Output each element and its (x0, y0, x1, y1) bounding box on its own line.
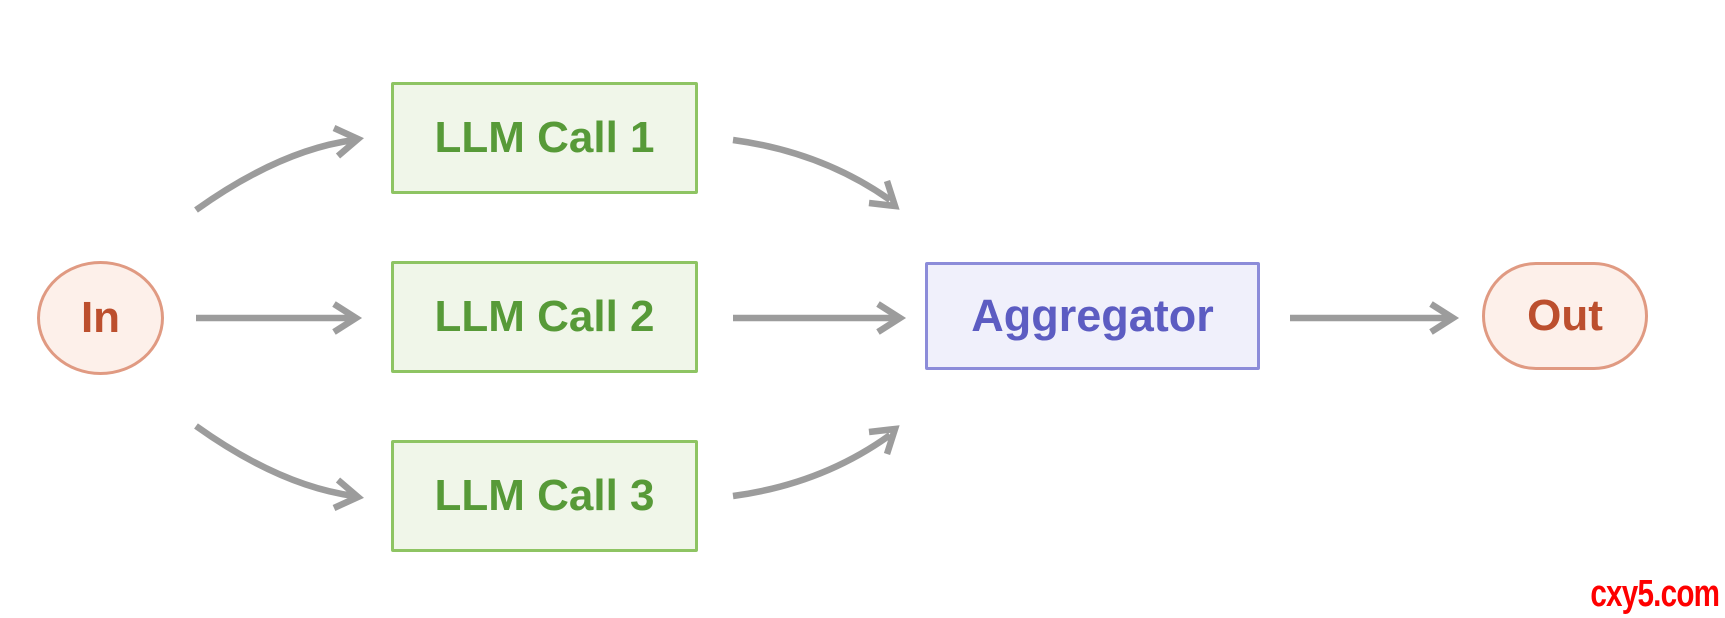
arrowhead-llm2-aggregator (876, 301, 907, 335)
edge-llm3-aggregator (732, 432, 892, 500)
arrowhead-in-llm2 (332, 301, 363, 335)
node-in-label: In (80, 293, 121, 342)
edge-in-llm3 (194, 423, 355, 500)
node-llm-call-3-label: LLM Call 3 (434, 471, 655, 520)
arrowhead-in-llm1 (332, 125, 364, 159)
arrowhead-in-llm3 (332, 477, 364, 511)
edge-in-llm1 (194, 136, 355, 213)
node-aggregator-label: Aggregator (971, 290, 1214, 341)
node-llm-call-2-label: LLM Call 2 (434, 292, 655, 341)
node-llm-call-3: LLM Call 3 (391, 440, 698, 552)
arrowhead-aggregator-out (1429, 301, 1460, 335)
node-out: Out (1482, 262, 1648, 370)
node-in: In (37, 261, 164, 375)
arrowhead-llm3-aggregator (868, 425, 900, 455)
node-llm-call-1-label: LLM Call 1 (434, 113, 655, 162)
node-out-label: Out (1527, 291, 1603, 340)
node-llm-call-2: LLM Call 2 (391, 261, 698, 373)
watermark: cxy5.com (1590, 573, 1720, 615)
arrowhead-llm1-aggregator (868, 180, 900, 210)
node-aggregator: Aggregator (925, 262, 1260, 370)
node-llm-call-1: LLM Call 1 (391, 82, 698, 194)
edge-llm1-aggregator (732, 136, 892, 203)
